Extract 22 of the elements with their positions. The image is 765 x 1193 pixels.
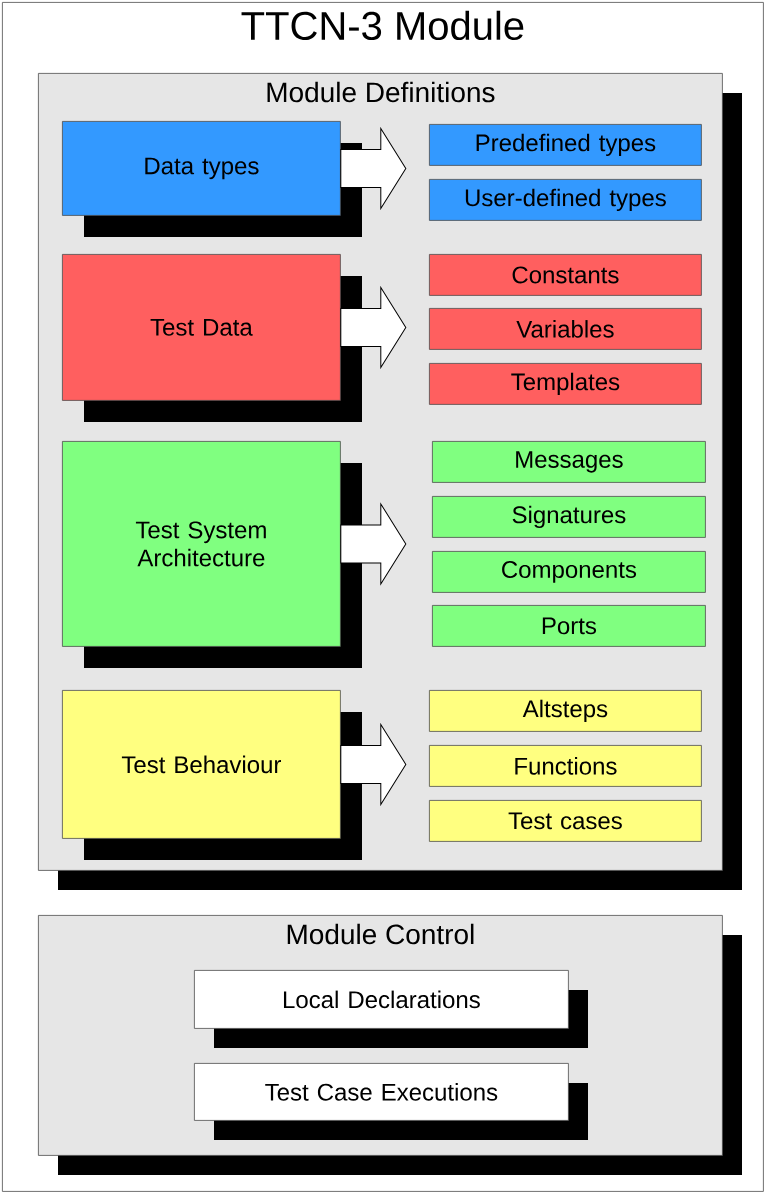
item-box: Components — [432, 551, 706, 593]
category-box: Test Case Executions — [194, 1063, 588, 1140]
item-box: Templates — [429, 363, 702, 405]
block-arrow — [340, 723, 407, 805]
item-box: Test cases — [429, 800, 702, 842]
category-box: Local Declarations — [194, 970, 588, 1048]
block-arrow — [340, 503, 407, 585]
block-arrow — [340, 286, 407, 368]
category-box: Test Data — [62, 254, 362, 422]
category-box: Data types — [62, 121, 362, 237]
item-box: Altsteps — [429, 690, 702, 732]
item-box: Variables — [429, 308, 702, 350]
item-box: Ports — [432, 605, 706, 647]
item-box: Messages — [432, 441, 706, 483]
block-arrow — [340, 127, 407, 209]
item-box: User-defined types — [429, 179, 702, 221]
category-box: Test Behaviour — [62, 690, 362, 860]
item-box: Constants — [429, 254, 702, 296]
item-box: Signatures — [432, 496, 706, 538]
item-box: Functions — [429, 745, 702, 787]
item-box: Predefined types — [429, 124, 702, 166]
category-box: Test System Architecture — [62, 441, 362, 668]
